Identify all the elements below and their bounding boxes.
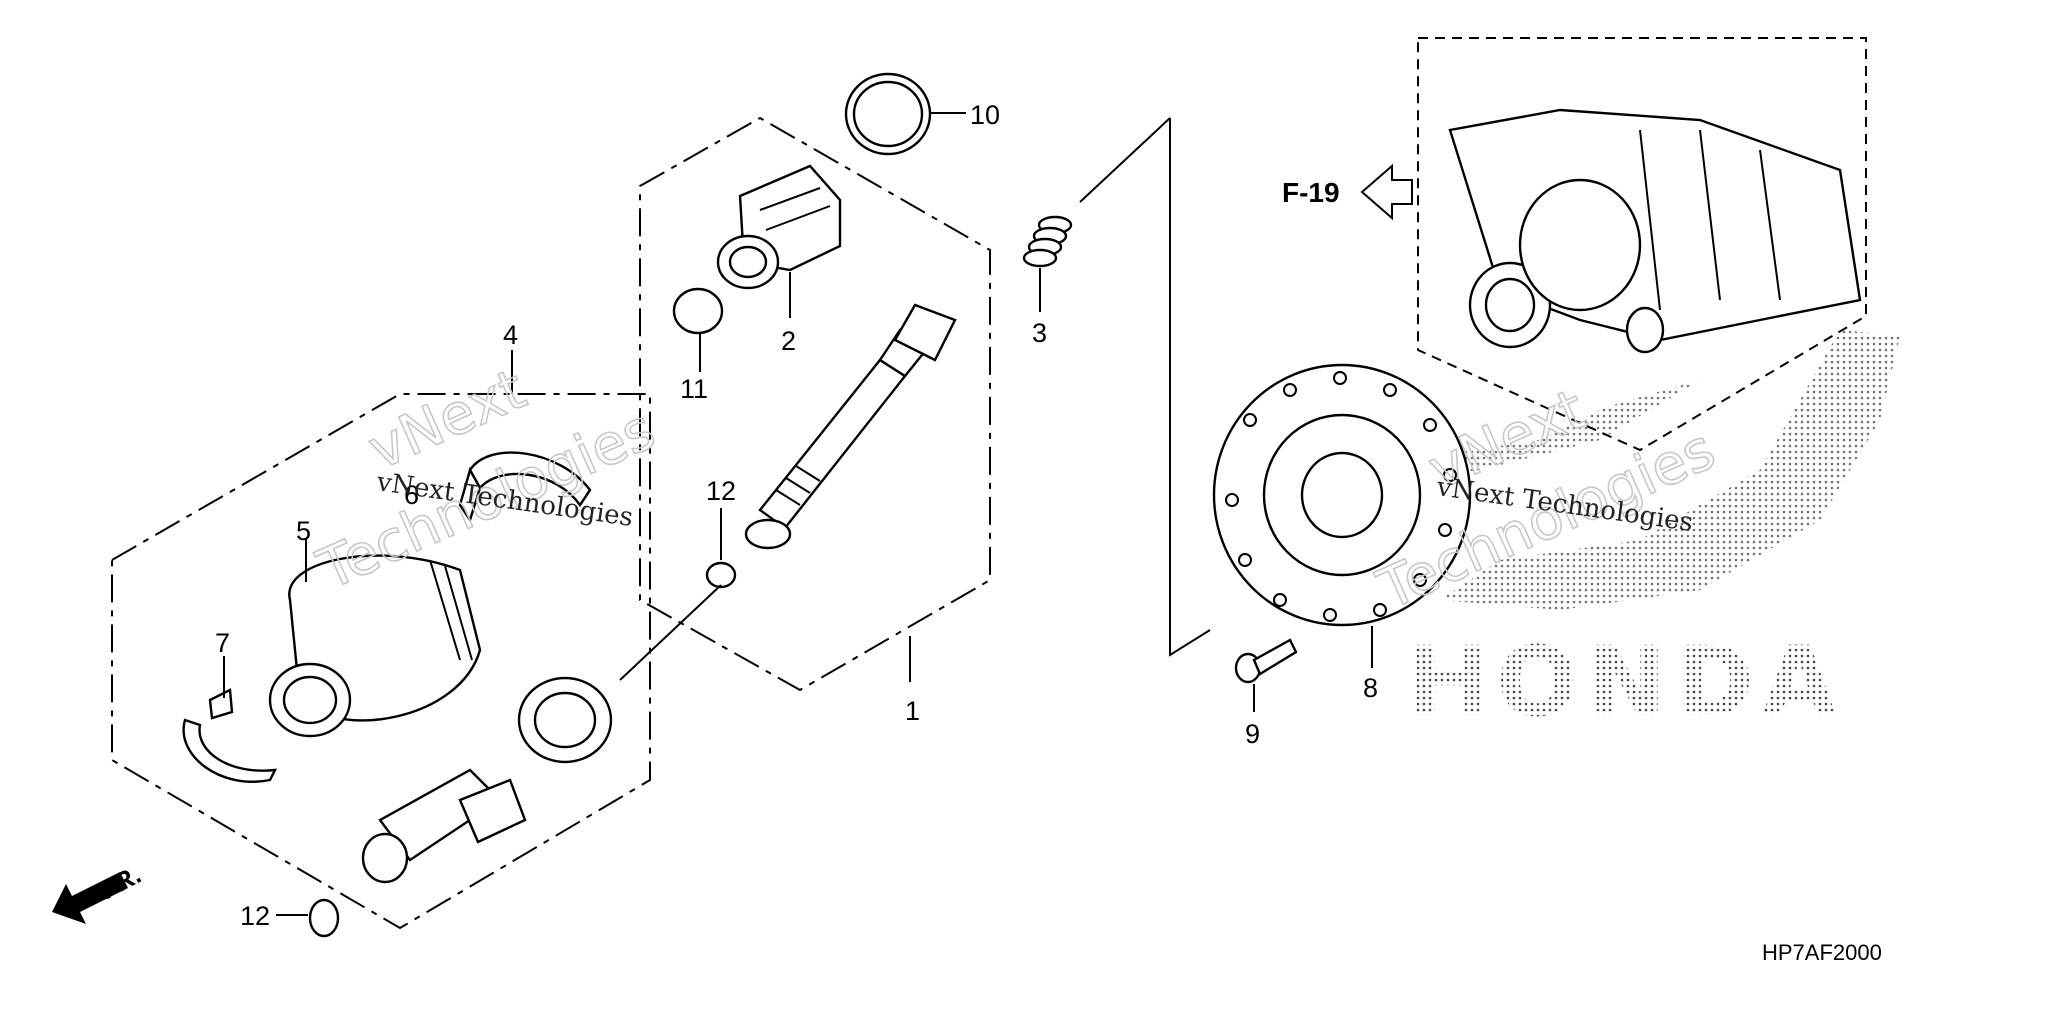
part-7-clamp bbox=[182, 688, 278, 783]
callout-2: 2 bbox=[781, 326, 796, 356]
part-1-group-outline bbox=[639, 116, 991, 692]
part-8-brake-disc bbox=[1212, 363, 1472, 627]
part-12-o-ring-lower bbox=[308, 898, 340, 938]
final-drive-housing-sketch bbox=[1448, 108, 1862, 354]
housing-reference-outline bbox=[1417, 37, 1867, 452]
part-5-boot bbox=[268, 554, 482, 738]
callout-11: 11 bbox=[680, 374, 708, 404]
callout-12-lower: 12 bbox=[240, 901, 270, 931]
callout-7: 7 bbox=[215, 628, 230, 658]
part-3-spring bbox=[1022, 215, 1073, 268]
leader-lines bbox=[223, 112, 1373, 916]
callout-6: 6 bbox=[404, 480, 419, 510]
callout-8: 8 bbox=[1363, 673, 1378, 703]
part-6-band-clamp bbox=[458, 451, 592, 523]
part-1-drive-shaft bbox=[744, 303, 957, 550]
callout-1: 1 bbox=[905, 696, 920, 726]
part-11-o-ring bbox=[672, 287, 724, 335]
part-9-bolt bbox=[1234, 638, 1298, 684]
part-12-o-ring-upper bbox=[705, 561, 737, 589]
honda-wing-logo: HONDA bbox=[1400, 330, 1900, 738]
diagram-code: HP7AF2000 bbox=[1762, 940, 1882, 965]
part-8-group-outline bbox=[1169, 118, 1211, 657]
callout-3: 3 bbox=[1032, 318, 1047, 348]
callout-4: 4 bbox=[503, 320, 518, 350]
honda-logo-text: HONDA bbox=[1408, 626, 1844, 738]
solid-front-arrow-icon bbox=[52, 872, 128, 924]
part-4-joint-kit bbox=[361, 676, 613, 884]
callout-9: 9 bbox=[1245, 719, 1260, 749]
reference-f19-label: F-19 bbox=[1282, 177, 1340, 208]
callout-5: 5 bbox=[296, 516, 311, 546]
part-10-o-ring bbox=[844, 72, 932, 156]
hollow-left-arrow-icon bbox=[1360, 163, 1413, 221]
callout-10: 10 bbox=[970, 100, 1000, 130]
part-4-group-outline bbox=[111, 393, 651, 930]
part-2-inner-joint bbox=[716, 164, 842, 290]
callout-12-upper: 12 bbox=[706, 476, 736, 506]
